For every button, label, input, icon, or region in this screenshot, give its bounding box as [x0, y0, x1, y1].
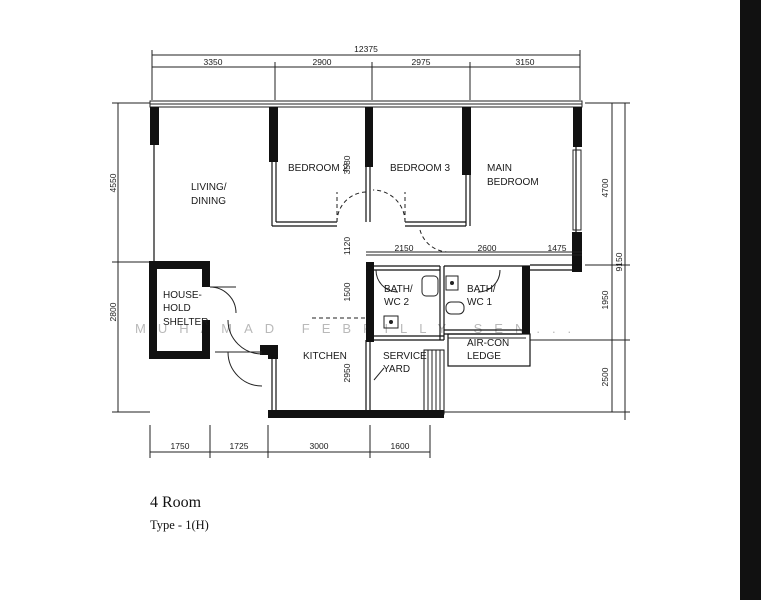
dim-bottom-3: 3000	[310, 441, 329, 451]
dim-2150: 2150	[395, 243, 414, 253]
dim-left-1: 4550	[108, 173, 118, 192]
bottom-dimensions: 1750 1725 3000 1600	[149, 425, 431, 458]
walls	[149, 100, 583, 418]
label-main: MAIN	[487, 163, 512, 174]
inner-dimensions: 3580 1120 1500 2950 2150 2600 1475	[342, 155, 567, 382]
label-kitchen: KITCHEN	[303, 351, 347, 362]
label-shelter-1: HOUSE-	[163, 290, 202, 301]
unit-type: Type - 1(H)	[150, 518, 209, 532]
dim-right-1: 4700	[600, 178, 610, 197]
dim-2950: 2950	[342, 363, 352, 382]
fixtures	[383, 275, 465, 329]
dim-1475: 1475	[548, 243, 567, 253]
dim-left-2: 2800	[108, 302, 118, 321]
dim-top-4: 3150	[516, 57, 535, 67]
watermark: MUHAMAD FEBRILLY SEN...	[135, 321, 583, 336]
dim-1500: 1500	[342, 282, 352, 301]
dim-right-2: 1950	[600, 290, 610, 309]
label-dining: DINING	[191, 196, 226, 207]
dim-bottom-2: 1725	[230, 441, 249, 451]
label-bath-1b: WC 1	[467, 297, 492, 308]
right-edge-bar	[740, 0, 761, 600]
plan-caption: 4 Room Type - 1(H)	[150, 494, 209, 533]
unit-title: 4 Room	[150, 494, 202, 511]
dim-top-1: 3350	[204, 57, 223, 67]
label-bedroom-3: BEDROOM 3	[390, 163, 450, 174]
label-bath-2b: WC 2	[384, 297, 409, 308]
dim-top-3: 2975	[412, 57, 431, 67]
left-dimensions: 4550 2800	[108, 102, 150, 413]
label-bedroom-2: BEDROOM 2	[288, 163, 348, 174]
label-shelter-3: SHELTER	[163, 317, 208, 328]
right-dimensions: 4700 9150 1950 2500	[440, 102, 630, 420]
label-service: SERVICE	[383, 351, 427, 362]
dim-right-3: 2500	[600, 367, 610, 386]
dim-2600: 2600	[478, 243, 497, 253]
top-dimensions: 12375 3350 2900 2975 3150	[151, 44, 581, 100]
dim-bottom-4: 1600	[391, 441, 410, 451]
label-yard: YARD	[383, 364, 410, 375]
label-main-bedroom: BEDROOM	[487, 177, 539, 188]
dim-bottom-1: 1750	[171, 441, 190, 451]
label-living: LIVING/	[191, 182, 227, 193]
label-aircon: AIR-CON	[467, 338, 509, 349]
label-bath-2a: BATH/	[384, 284, 413, 295]
label-ledge: LEDGE	[467, 351, 501, 362]
dim-right-total: 9150	[614, 252, 624, 271]
dim-1120: 1120	[342, 237, 352, 256]
dim-top-total: 12375	[354, 44, 378, 54]
dim-3580: 3580	[342, 155, 352, 174]
label-bath-1a: BATH/	[467, 284, 496, 295]
dim-top-2: 2900	[313, 57, 332, 67]
doors	[209, 189, 501, 387]
room-labels: LIVING/ DINING BEDROOM 2 BEDROOM 3 MAIN …	[163, 163, 539, 375]
label-shelter-2: HOLD	[163, 303, 191, 314]
